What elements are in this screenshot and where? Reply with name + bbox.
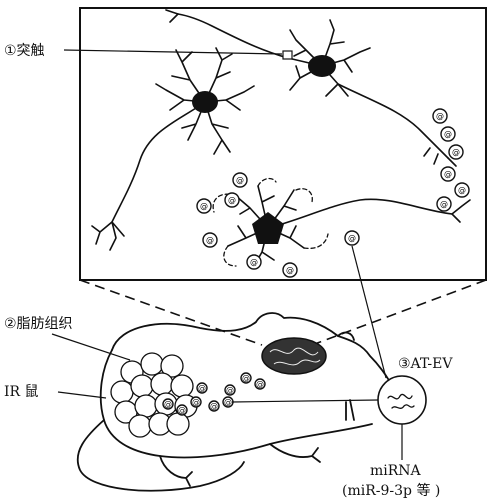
svg-text:@: @ — [286, 266, 294, 275]
svg-text:@: @ — [440, 200, 448, 209]
svg-text:@: @ — [206, 236, 214, 245]
svg-text:@: @ — [458, 186, 466, 195]
neuron-inset-frame — [80, 8, 486, 280]
svg-text:@: @ — [192, 398, 200, 407]
vesicle: @ — [433, 109, 447, 123]
vesicle: @ — [203, 233, 217, 247]
svg-text:@: @ — [250, 258, 258, 267]
synapse-marker — [283, 51, 292, 59]
vesicle-to-zoom-line — [232, 400, 378, 402]
svg-text:@: @ — [348, 234, 356, 243]
vesicle: @ — [177, 405, 187, 415]
svg-text:@: @ — [210, 402, 218, 411]
ir-mouse-label: IR 鼠 — [4, 384, 39, 400]
vesicle: @ — [437, 197, 451, 211]
svg-text:@: @ — [242, 374, 250, 383]
mirna-detail-label: (miR-9-3p 等 ) — [342, 482, 440, 499]
adipose-label: ②脂肪组织 — [4, 316, 73, 332]
vesicle: @ — [209, 401, 219, 411]
projection-line-left — [80, 280, 262, 345]
svg-text:@: @ — [164, 400, 172, 409]
svg-text:@: @ — [436, 112, 444, 121]
synapse-label: ①突触 — [4, 43, 45, 59]
svg-text:@: @ — [200, 202, 208, 211]
vesicle: @ — [163, 399, 173, 409]
brain — [262, 338, 326, 374]
ir-mouse-leader-line — [58, 392, 106, 398]
vesicle: @ — [223, 397, 233, 407]
vesicle: @ — [197, 199, 211, 213]
svg-text:@: @ — [256, 380, 264, 389]
vesicle: @ — [241, 373, 251, 383]
svg-text:@: @ — [452, 148, 460, 157]
svg-text:@: @ — [178, 406, 186, 415]
vesicle: @ — [455, 183, 469, 197]
at-ev-label: ③AT-EV — [398, 356, 453, 372]
vesicle: @ — [225, 385, 235, 395]
svg-text:@: @ — [236, 176, 244, 185]
svg-text:@: @ — [226, 386, 234, 395]
vesicle: @ — [441, 127, 455, 141]
adipose-leader-line — [52, 334, 130, 360]
vesicle: @ — [225, 193, 239, 207]
adipose-tissue — [111, 353, 197, 437]
vesicle: @ — [283, 263, 297, 277]
vesicle: @ — [255, 379, 265, 389]
svg-text:@: @ — [228, 196, 236, 205]
svg-text:@: @ — [198, 384, 206, 393]
vesicle: @ — [197, 383, 207, 393]
vesicle: @ — [247, 255, 261, 269]
vesicle: @ — [441, 167, 455, 181]
vesicle: @ — [233, 173, 247, 187]
vesicle: @ — [191, 397, 201, 407]
svg-text:@: @ — [444, 170, 452, 179]
vesicle: @ — [345, 231, 359, 245]
svg-text:@: @ — [224, 398, 232, 407]
svg-text:@: @ — [444, 130, 452, 139]
mirna-label: miRNA — [370, 463, 422, 479]
vesicle: @ — [449, 145, 463, 159]
